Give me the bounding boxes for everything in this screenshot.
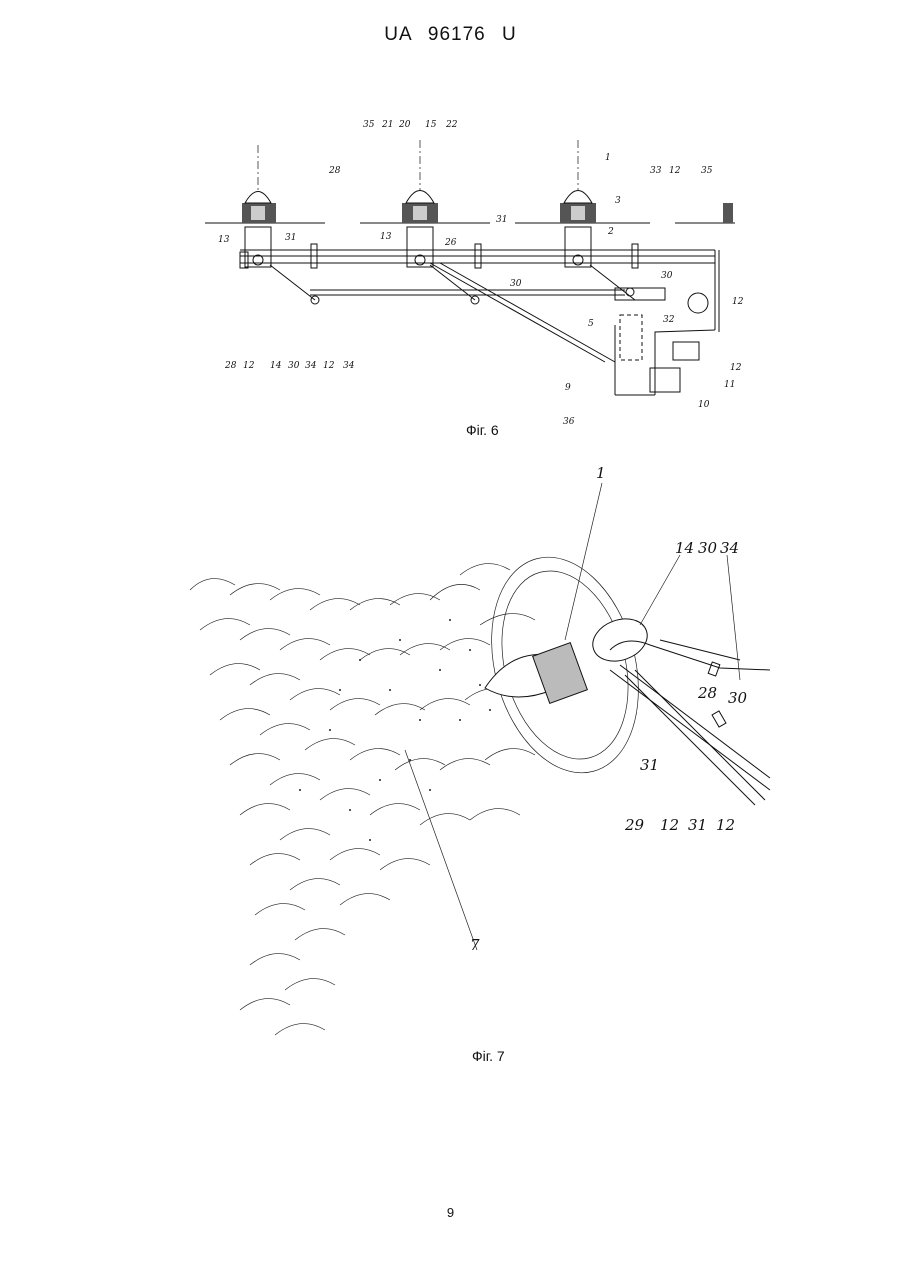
fig6-label-2: 2 bbox=[607, 227, 614, 237]
fig6-label-12-top: 12 bbox=[669, 166, 681, 176]
figure-7-caption: Фіг. 7 bbox=[472, 1048, 505, 1064]
figure-7-svg: 1 14 30 34 28 30 31 29 12 31 12 7 bbox=[180, 460, 780, 1050]
fig6-label-35-right: 35 bbox=[701, 166, 713, 176]
fig7-label-30-top: 30 bbox=[698, 539, 718, 557]
fig6-label-34-bottom-a: 34 bbox=[305, 361, 317, 371]
motor-housing bbox=[587, 612, 653, 669]
fig6-label-12-lower: 12 bbox=[730, 363, 742, 373]
fig7-label-30-right: 30 bbox=[728, 689, 748, 707]
fig6-label-21: 21 bbox=[381, 120, 393, 130]
fig7-label-29: 29 bbox=[624, 816, 645, 834]
fig6-label-20: 20 bbox=[398, 120, 411, 130]
fig6-label-14: 14 bbox=[270, 361, 282, 371]
fig6-label-11: 11 bbox=[724, 380, 735, 390]
figure-6-caption: Фіг. 6 bbox=[466, 422, 499, 438]
fig6-label-35-top: 35 bbox=[363, 120, 375, 130]
fig6-label-26: 26 bbox=[444, 238, 457, 248]
fig7-label-31-right: 31 bbox=[688, 816, 707, 834]
fig7-label-14: 14 bbox=[675, 539, 694, 557]
fig6-label-9: 9 bbox=[565, 383, 571, 393]
fig6-label-32: 32 bbox=[663, 315, 675, 325]
fig7-label-34: 34 bbox=[720, 539, 739, 557]
fig6-label-12-bottom-a: 12 bbox=[243, 361, 255, 371]
fig7-label-28: 28 bbox=[697, 684, 717, 702]
fig6-label-28-bottom: 28 bbox=[224, 361, 237, 371]
spray-cloud bbox=[190, 564, 550, 1035]
fig6-label-30-mid: 30 bbox=[510, 279, 522, 289]
fig6-label-22: 22 bbox=[445, 120, 458, 130]
page-number: 9 bbox=[0, 1205, 901, 1220]
fig6-label-31-mid: 31 bbox=[496, 215, 507, 225]
fig6-label-34-bottom-b: 34 bbox=[343, 361, 355, 371]
fig7-label-12-b: 12 bbox=[716, 816, 735, 834]
fig7-label-12-a: 12 bbox=[660, 816, 679, 834]
figure-7-drawing: 1 14 30 34 28 30 31 29 12 31 12 7 bbox=[180, 460, 780, 1050]
fig6-label-30-bottom: 30 bbox=[288, 361, 300, 371]
fig6-label-36: 36 bbox=[563, 417, 575, 427]
fig6-label-31-left: 31 bbox=[285, 233, 296, 243]
figure-6-svg: 35 21 20 15 22 28 1 33 12 35 3 2 13 31 1… bbox=[195, 100, 755, 430]
fig6-label-12-bottom-b: 12 bbox=[323, 361, 335, 371]
fig6-label-12-right: 12 bbox=[732, 297, 744, 307]
fig6-label-15: 15 bbox=[425, 120, 437, 130]
fig6-label-33: 33 bbox=[650, 166, 662, 176]
fig6-label-5: 5 bbox=[588, 319, 594, 329]
fig6-label-10: 10 bbox=[698, 400, 710, 410]
document-header: UA 96176 U bbox=[0, 24, 901, 46]
fig6-label-13-left: 13 bbox=[218, 235, 230, 245]
fig6-label-1: 1 bbox=[605, 153, 611, 163]
fig7-label-31-left: 31 bbox=[640, 756, 659, 774]
fig6-label-30-right: 30 bbox=[661, 271, 673, 281]
fig6-label-13-mid: 13 bbox=[380, 232, 392, 242]
figure-6-drawing: 35 21 20 15 22 28 1 33 12 35 3 2 13 31 1… bbox=[195, 100, 755, 430]
fig6-label-3: 3 bbox=[615, 196, 621, 206]
fig7-label-1: 1 bbox=[596, 464, 606, 482]
fig7-label-7: 7 bbox=[470, 936, 480, 954]
fig6-label-28-top: 28 bbox=[328, 166, 341, 176]
